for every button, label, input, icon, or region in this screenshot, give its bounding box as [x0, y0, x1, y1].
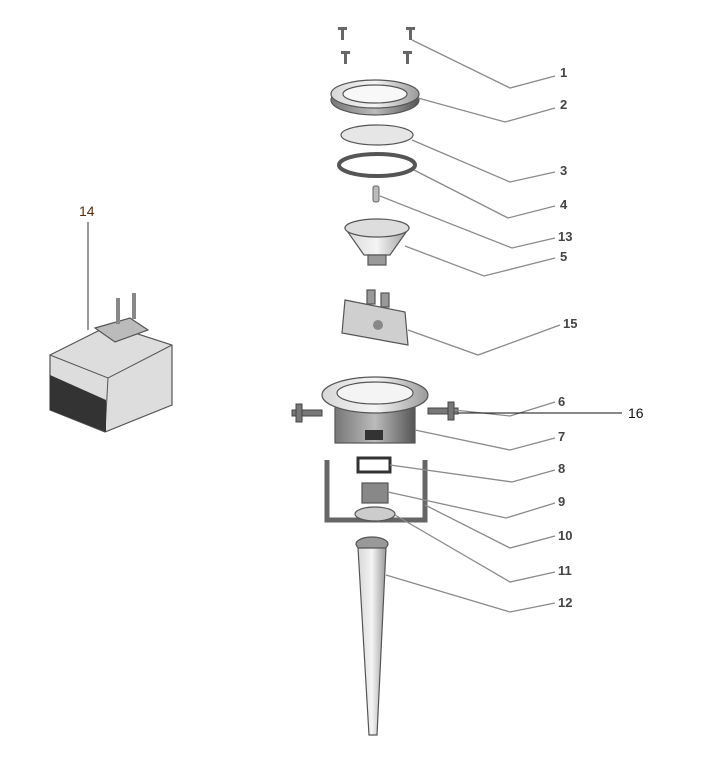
label-4: 4: [560, 197, 568, 212]
label-14: 14: [79, 203, 95, 219]
part-nut: [361, 482, 389, 504]
label-15: 15: [563, 316, 577, 331]
label-3: 3: [560, 163, 567, 178]
label-6: 6: [558, 394, 565, 409]
part-mount-plate: [341, 289, 409, 346]
part-screws: [338, 27, 415, 64]
label-12: 12: [558, 595, 572, 610]
label-1: 1: [560, 65, 567, 80]
leader-lines: [87, 39, 622, 613]
label-13: 13: [558, 229, 572, 244]
label-16: 16: [628, 405, 644, 421]
part-glass: [340, 124, 414, 146]
part-ground-spike: [355, 536, 389, 736]
part-side-bolts: [291, 401, 459, 423]
label-7: 7: [558, 429, 565, 444]
part-cover-ring: [330, 79, 420, 116]
label-9: 9: [558, 494, 565, 509]
part-gasket: [337, 152, 417, 178]
part-clamp: [354, 506, 396, 522]
part-led-reflector: [344, 218, 410, 266]
label-10: 10: [558, 528, 572, 543]
label-2: 2: [560, 97, 567, 112]
part-power-adapter: [49, 293, 173, 433]
label-8: 8: [558, 461, 565, 476]
label-5: 5: [560, 249, 567, 264]
part-housing: [321, 376, 429, 444]
part-seal: [356, 456, 392, 474]
part-spring: [372, 185, 380, 203]
label-11: 11: [558, 563, 572, 578]
